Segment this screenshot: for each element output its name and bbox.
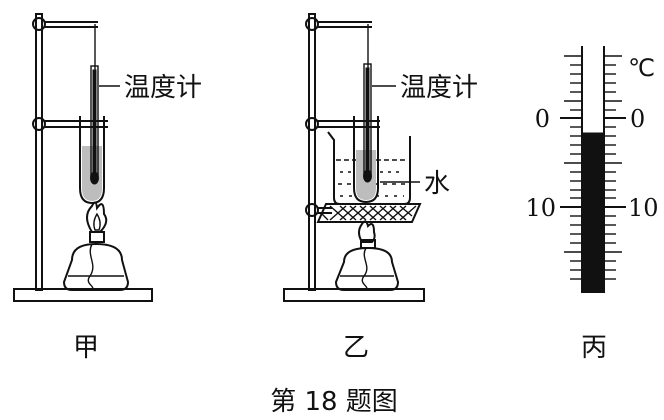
water-label: 水	[424, 169, 450, 199]
figure-caption: 第 18 题图	[270, 387, 398, 417]
test-tube-jia	[79, 116, 105, 205]
stand-rod-yi	[308, 13, 316, 291]
middle-clamp-jia	[32, 117, 108, 131]
wick-holder-jia	[89, 231, 105, 243]
right-ticks	[604, 55, 626, 280]
flame-yi	[358, 220, 376, 243]
right-tick-label-0: 0	[630, 105, 645, 133]
left-ticks	[560, 55, 582, 280]
alcohol-lamp-yi	[334, 246, 400, 291]
mercury-column-bing	[582, 132, 604, 292]
inner-flame-jia	[93, 212, 101, 231]
thermometer-label-jia: 温度计	[124, 73, 202, 103]
top-clamp-jia	[32, 17, 98, 31]
lamp-wick-jia	[87, 243, 94, 291]
test-tube-yi	[353, 116, 379, 204]
wire-gauze-yi	[316, 203, 422, 223]
sublabel-bing: 丙	[581, 333, 607, 363]
thermometer-scale-bing: ℃	[525, 46, 659, 293]
sublabel-yi: 乙	[343, 333, 369, 363]
alcohol-lamp-jia	[62, 242, 130, 291]
thermometer-label-yi: 温度计	[400, 73, 478, 103]
sublabel-jia: 甲	[73, 333, 99, 363]
thermometer-jia	[90, 65, 99, 185]
top-clamp-yi	[305, 17, 372, 31]
stand-rod-jia	[35, 13, 43, 291]
thermometer-tube-bing	[581, 46, 605, 293]
right-tick-label-10: 10	[628, 194, 659, 222]
left-tick-label-0: 0	[535, 105, 550, 133]
flame-jia	[86, 201, 108, 233]
lamp-wick-yi	[361, 247, 368, 291]
middle-clamp-yi	[305, 117, 380, 131]
thermometer-yi	[363, 63, 372, 183]
apparatus-yi: 温度计 水	[283, 13, 478, 302]
apparatus-jia: 温度计	[13, 13, 202, 302]
left-tick-label-10: 10	[525, 194, 556, 222]
unit-label: ℃	[628, 54, 655, 82]
